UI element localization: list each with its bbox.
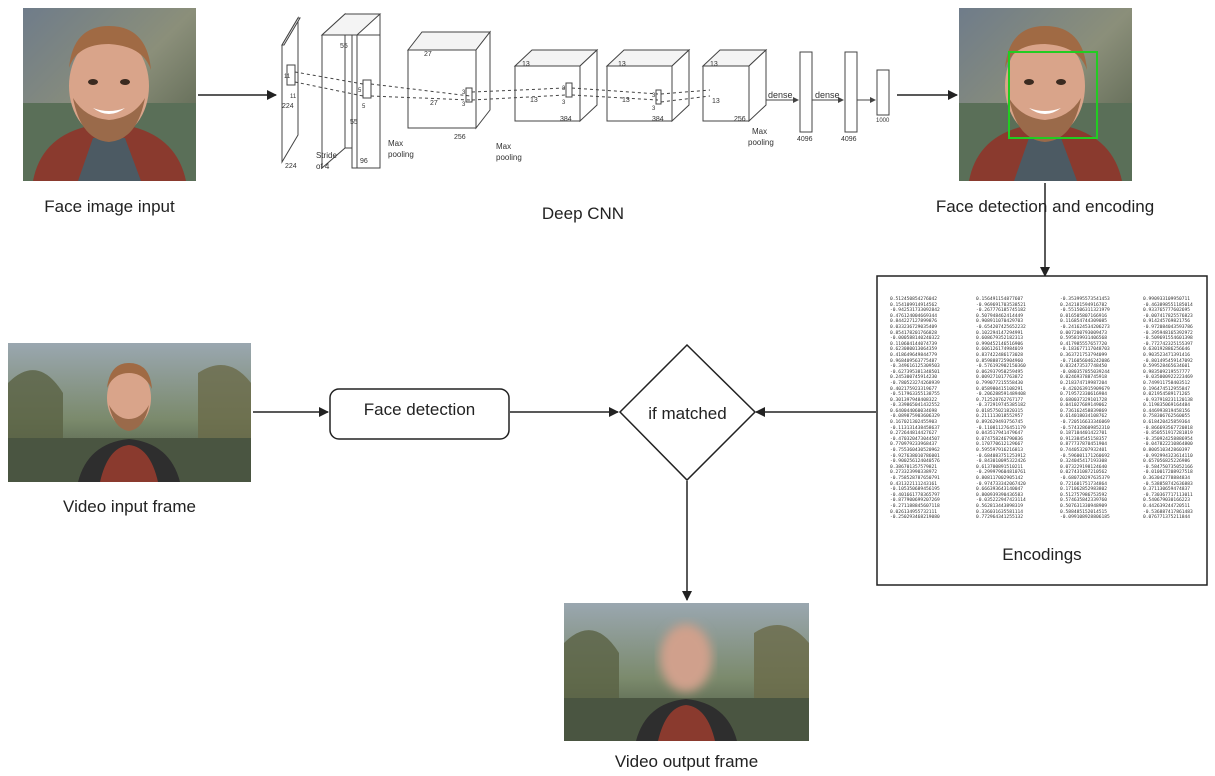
cnn-l2-e: 3 [462, 102, 466, 108]
caption-face-detection-encoding: Face detection and encoding [935, 197, 1155, 216]
if-matched-label: if matched [648, 404, 727, 423]
cnn-l3-d: 3 [562, 86, 566, 92]
cnn-dense-size-1: 4096 [797, 136, 813, 143]
cnn-pool-2b: pooling [496, 153, 522, 162]
cnn-l2-c: 256 [454, 134, 466, 141]
cnn-l4-b: 13 [622, 97, 630, 104]
cnn-l1-d: 11 [284, 74, 291, 80]
cnn-pool-3b: pooling [748, 138, 774, 147]
caption-face-image-input: Face image input [44, 197, 175, 216]
cnn-l3-a: 13 [522, 61, 530, 68]
cnn-pool-1b: pooling [388, 150, 414, 159]
cnn-input-dim-2: 224 [285, 163, 297, 170]
cnn-l3-c: 384 [560, 116, 572, 123]
cnn-pool-2a: Max [496, 142, 511, 151]
cnn-dense-size-2: 4096 [841, 136, 857, 143]
encodings-numbers: 0.512450854276042 0.154109914914562 -0.9… [890, 297, 1195, 525]
face-detection-box [329, 388, 510, 440]
cnn-l5-c: 256 [734, 116, 746, 123]
cnn-l1-e: 11 [290, 94, 297, 100]
face-detection-label: Face detection [363, 400, 476, 419]
cnn-illustration [281, 12, 890, 170]
cnn-dense-1: dense [768, 90, 793, 100]
cnn-l4-d: 3 [652, 93, 656, 99]
video-output-frame-photo [564, 603, 809, 741]
cnn-pool-1a: Max [388, 139, 403, 148]
cnn-l1-g: 5 [362, 104, 366, 110]
cnn-stride-2: of 4 [316, 162, 330, 171]
cnn-dense-size-3: 1000 [876, 118, 890, 124]
cnn-l1-a: 55 [340, 43, 348, 50]
if-matched-diamond [618, 343, 757, 482]
cnn-l5-b: 13 [712, 98, 720, 105]
cnn-pool-3a: Max [752, 127, 767, 136]
caption-video-output-frame: Video output frame [614, 752, 759, 771]
cnn-dense-2: dense [815, 90, 840, 100]
face-image-input-photo [23, 8, 196, 181]
caption-video-input-frame: Video input frame [63, 497, 196, 516]
cnn-l2-b: 27 [430, 100, 438, 107]
cnn-input-dim-1: 224 [282, 103, 294, 110]
encoding-column: 0.156491154877607 -0.969691703538521 -0.… [976, 297, 1026, 521]
cnn-l4-a: 13 [618, 61, 626, 68]
encoding-column: 0.512450854276042 0.154109914914562 -0.9… [890, 297, 940, 521]
encoding-column: 0.990933109950711 -0.463898551185014 0.9… [1143, 297, 1193, 521]
cnn-l2-a: 27 [424, 51, 432, 58]
face-detection-encoding-photo [959, 8, 1132, 181]
cnn-l1-b: 55 [350, 119, 358, 126]
cnn-l3-b: 13 [530, 97, 538, 104]
cnn-l4-c: 384 [652, 116, 664, 123]
caption-encodings: Encodings [1002, 545, 1082, 564]
video-input-frame-photo [8, 343, 251, 482]
cnn-l1-c: 96 [360, 158, 368, 165]
cnn-l4-e: 3 [652, 106, 656, 112]
encoding-column: -0.353995573541453 0.242181594916782 -0.… [1060, 297, 1110, 521]
cnn-l2-d: 3 [462, 90, 466, 96]
cnn-stride-1: Stride [316, 151, 337, 160]
cnn-l3-e: 3 [562, 100, 566, 106]
cnn-l1-f: 5 [358, 88, 362, 94]
caption-deep-cnn: Deep CNN [541, 204, 625, 223]
detection-box [1008, 51, 1098, 139]
encodings-box [876, 275, 1208, 586]
cnn-l5-a: 13 [710, 61, 718, 68]
